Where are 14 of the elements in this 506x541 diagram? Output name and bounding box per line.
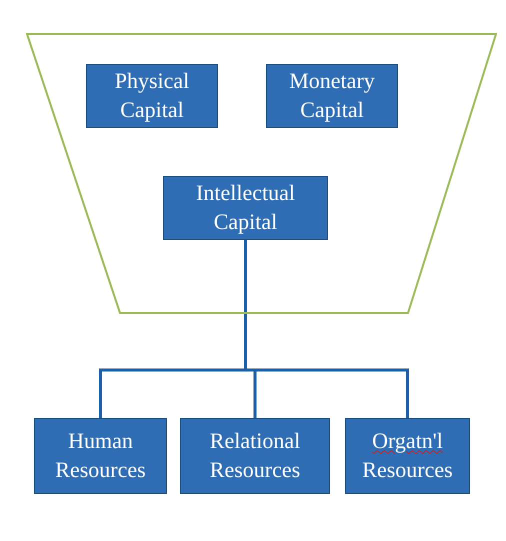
trapezoid-frame (26, 33, 497, 314)
box-label: Relational Resources (208, 427, 302, 484)
box-label: Physical Capital (114, 67, 190, 124)
capital-box (86, 64, 218, 128)
capital-box (266, 64, 398, 128)
box-label: Human Resources (54, 427, 147, 484)
box-label: Orgatn'l Resources (361, 427, 454, 484)
capital-box (34, 418, 167, 494)
box-label: Intellectual Capital (195, 179, 296, 236)
box-label: Monetary Capital (288, 67, 376, 124)
connector-line (244, 240, 409, 418)
capital-box (345, 418, 470, 494)
capital-box (163, 176, 328, 240)
capital-box (180, 418, 330, 494)
